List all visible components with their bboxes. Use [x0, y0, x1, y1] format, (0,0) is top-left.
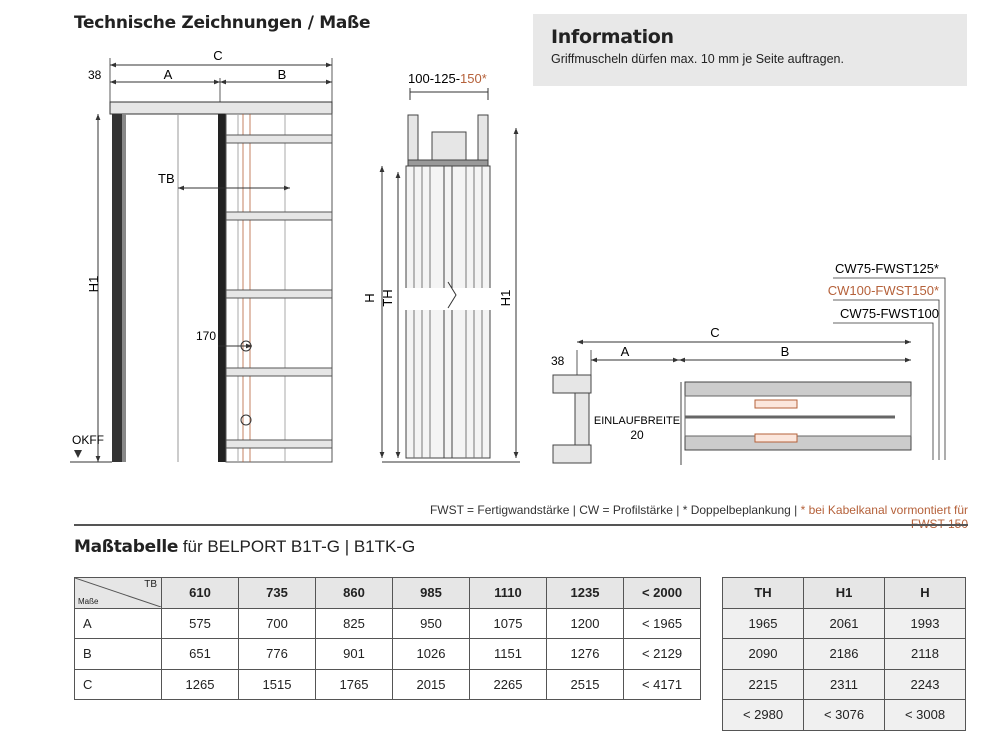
table-title: Maßtabelle für BELPORT B1T-G | B1TK-G [74, 537, 415, 557]
table-title-rest: für BELPORT B1T-G | B1TK-G [178, 537, 416, 556]
table-cell: 2090 [722, 638, 804, 670]
table-row: 1965 2061 1993 [722, 607, 966, 639]
header-cell: 985 [392, 577, 470, 609]
side-view-drawing: 100-125-150* H TH H1 [362, 71, 520, 463]
legend: FWST = Fertigwandstärke | CW = Profilstä… [400, 503, 968, 531]
table-cell: 2215 [722, 668, 804, 700]
table-cell: 1265 [161, 668, 239, 700]
table-row: 2215 2311 2243 [722, 668, 966, 700]
plan-view-drawing: CW75-FWST125* CW100-FWST150* CW75-FWST10… [551, 261, 946, 465]
header-cell: 1110 [469, 577, 547, 609]
table-cell: 2265 [469, 668, 547, 700]
table-cell: < 3008 [884, 699, 966, 731]
height-table: TH H1 H 1965 2061 1993 2090 2186 2118 22… [722, 577, 966, 731]
front-view-drawing: C A B 38 TB H1 170 OKFF [70, 48, 333, 463]
side-top-dim-accent: 150* [460, 71, 487, 86]
table-cell: 1765 [315, 668, 393, 700]
info-text: Griffmuscheln dürfen max. 10 mm je Seite… [551, 52, 844, 66]
dim-tb-label: TB [158, 171, 175, 186]
dimension-table: TB Maße 610 735 860 985 1110 1235 < 2000… [74, 577, 701, 700]
plan-dim-38-label: 38 [551, 354, 565, 368]
side-h1-label: H1 [498, 290, 513, 307]
table-row: C 1265 1515 1765 2015 2265 2515 < 4171 [74, 668, 701, 700]
divider [74, 524, 968, 526]
table-cell: < 4171 [623, 668, 701, 700]
plan-dim-a-label: A [621, 344, 630, 359]
header-cell: TH [722, 577, 804, 609]
table-title-bold: Maßtabelle [74, 537, 179, 557]
einlaufbreite-label: EINLAUFBREITE [594, 415, 680, 427]
table-cell: < 3076 [803, 699, 885, 731]
table-row: 2090 2186 2118 [722, 638, 966, 670]
side-h-label: H [362, 293, 377, 302]
wall-label-cw100-150: CW100-FWST150* [828, 283, 939, 298]
table-cell: 2311 [803, 668, 885, 700]
einlaufbreite-value: 20 [630, 428, 644, 442]
table-cell: 1200 [546, 607, 624, 639]
table-cell: 2515 [546, 668, 624, 700]
table-cell: 776 [238, 638, 316, 670]
wall-label-cw75-100: CW75-FWST100 [840, 306, 939, 321]
header-cell: 735 [238, 577, 316, 609]
table-cell: 950 [392, 607, 470, 639]
table-cell: 2061 [803, 607, 885, 639]
header-cell: H1 [803, 577, 885, 609]
dim-a-label: A [164, 67, 173, 82]
table-row: B 651 776 901 1026 1151 1276 < 2129 [74, 638, 701, 670]
table-cell: 651 [161, 638, 239, 670]
table-cell: < 1965 [623, 607, 701, 639]
side-th-label: TH [380, 289, 395, 306]
plan-dim-c-label: C [710, 325, 719, 340]
table-cell: 700 [238, 607, 316, 639]
row-label: B [74, 638, 162, 670]
table-cell: 1276 [546, 638, 624, 670]
header-cell: 860 [315, 577, 393, 609]
header-cell: < 2000 [623, 577, 701, 609]
table-cell: < 2129 [623, 638, 701, 670]
table-cell: 1993 [884, 607, 966, 639]
header-cell: 610 [161, 577, 239, 609]
okff-label: OKFF [72, 433, 104, 447]
table-cell: 575 [161, 607, 239, 639]
table-corner: TB Maße [74, 577, 162, 609]
table-cell: 1026 [392, 638, 470, 670]
corner-tb: TB [144, 579, 157, 591]
corner-masse: Maße [78, 597, 99, 607]
table-cell: 1965 [722, 607, 804, 639]
header-cell: 1235 [546, 577, 624, 609]
table-cell: 2186 [803, 638, 885, 670]
plan-dim-b-label: B [781, 344, 790, 359]
info-box: Information Griffmuscheln dürfen max. 10… [533, 14, 967, 86]
table-cell: 901 [315, 638, 393, 670]
dim-38-label: 38 [88, 68, 102, 82]
wall-label-cw75-125: CW75-FWST125* [835, 261, 939, 276]
legend-text: FWST = Fertigwandstärke | CW = Profilstä… [429, 503, 801, 517]
table-row: < 2980 < 3076 < 3008 [722, 699, 966, 731]
side-top-dim-label: 100-125- [408, 71, 460, 86]
dim-h1-label: H1 [86, 276, 101, 293]
table-cell: 2015 [392, 668, 470, 700]
dim-170-label: 170 [196, 329, 216, 343]
row-label: C [74, 668, 162, 700]
table-row: A 575 700 825 950 1075 1200 < 1965 [74, 607, 701, 639]
table-cell: 1075 [469, 607, 547, 639]
dim-b-label: B [278, 67, 287, 82]
table-cell: 1515 [238, 668, 316, 700]
header-cell: H [884, 577, 966, 609]
table-cell: 825 [315, 607, 393, 639]
table-cell: 2118 [884, 638, 966, 670]
table-cell: 1151 [469, 638, 547, 670]
table-cell: 2243 [884, 668, 966, 700]
legend-note: * bei Kabelkanal vormontiert für FWST 15… [800, 503, 968, 531]
row-label: A [74, 607, 162, 639]
dim-c-label: C [213, 48, 222, 63]
drawings-title: Technische Zeichnungen / Maße [74, 13, 371, 33]
table-cell: < 2980 [722, 699, 804, 731]
svg-text:100-125-150*: 100-125-150* [408, 71, 487, 86]
info-title: Information [551, 26, 674, 48]
